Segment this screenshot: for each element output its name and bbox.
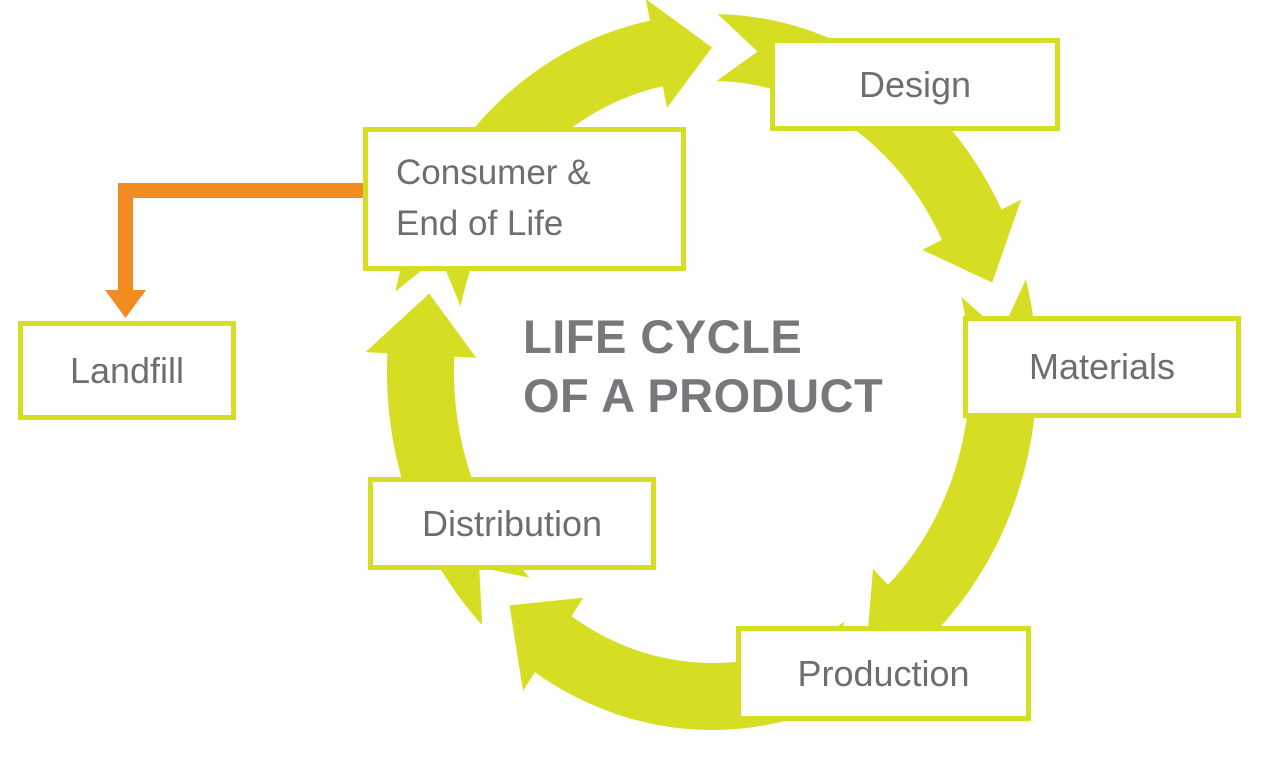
stage-label-production: Production — [797, 652, 970, 694]
stage-box-production: Production — [736, 626, 1031, 721]
cycle-arrow-segment — [365, 293, 530, 626]
title-line-2: OF A PRODUCT — [523, 368, 884, 422]
stage-label-distribution: Distribution — [421, 502, 603, 544]
landfill-arrow-vertical-bar — [118, 183, 133, 293]
title-line-1: LIFE CYCLE — [523, 310, 803, 363]
landfill-arrow — [105, 183, 365, 318]
stage-label-materials: Materials — [1028, 346, 1176, 388]
stage-box-consumer-end-of-life: Consumer & End of Life — [363, 127, 686, 271]
stage-label-landfill: Landfill — [69, 349, 185, 391]
landfill-arrow-horizontal-bar — [118, 183, 365, 198]
stage-label-design: Design — [858, 63, 972, 105]
stage-label-consumer-line-2: End of Life — [396, 204, 564, 243]
stage-box-materials: Materials — [963, 316, 1241, 418]
stage-label-consumer-line-1: Consumer & — [396, 153, 591, 193]
diagram-title: LIFE CYCLE OF A PRODUCT — [523, 308, 883, 426]
landfill-arrowhead-icon — [105, 290, 146, 318]
stage-box-distribution: Distribution — [368, 477, 656, 570]
stage-box-design: Design — [770, 38, 1060, 131]
stage-box-landfill: Landfill — [18, 321, 236, 420]
